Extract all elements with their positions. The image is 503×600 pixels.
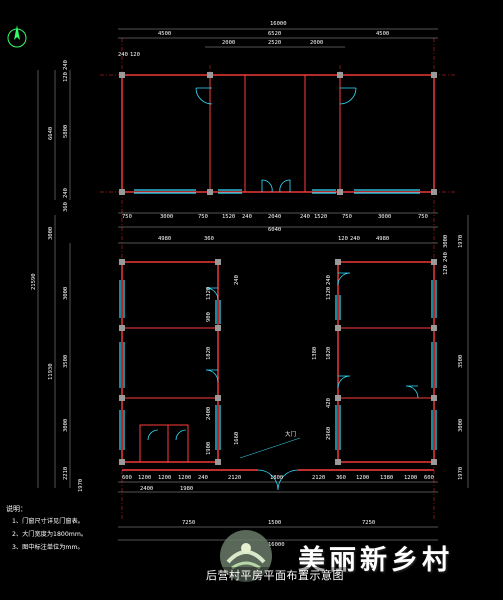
dim-top-a: 4500 <box>158 31 171 37</box>
note-item: 3、图中标注单位为mm。 <box>12 544 84 551</box>
dim-mid-4: 1520 <box>222 214 235 220</box>
dim-mid-1: 750 <box>122 214 132 220</box>
dim-inner-i: 240 <box>326 275 332 285</box>
dim-top-overall: 16000 <box>270 21 287 27</box>
dim-mid-2: 3000 <box>160 214 173 220</box>
vertical-dimension-labels: 21590 6640 5800 120 240 240 360 3000 119… <box>31 60 464 492</box>
dim-top-small-b: 120 <box>130 52 140 58</box>
dim-mid-7: 1520 <box>314 214 327 220</box>
dim-left-lower-c: 3000 <box>63 419 69 432</box>
dim-bot-10: 1200 <box>356 475 369 481</box>
dim-left-overall: 21590 <box>31 273 37 290</box>
dim-bot-13: 600 <box>424 475 434 481</box>
dim-mid-3: 750 <box>198 214 208 220</box>
upper-building <box>119 72 437 195</box>
notes-heading: 说明： <box>6 505 27 513</box>
dim-bot-5: 240 <box>198 475 208 481</box>
dim-inner-d: 2400 <box>206 407 212 420</box>
dim-bot-7: 1800 <box>270 475 283 481</box>
dim-mid-11: 750 <box>418 214 428 220</box>
dim-left-upper-d: 240 <box>63 60 69 70</box>
dim-top-b: 6520 <box>268 31 281 37</box>
dim-mid-8: 240 <box>300 214 310 220</box>
dim-wing-gap: 360 <box>204 236 214 242</box>
dim-bot-9: 360 <box>336 475 346 481</box>
dim-left-upper-e: 240 <box>63 188 69 198</box>
dim-top-e: 2520 <box>268 40 281 46</box>
dim-mid-6: 2040 <box>268 214 281 220</box>
dim-bot3-2: 1500 <box>268 520 281 526</box>
dim-inner-h: 420 <box>326 398 332 408</box>
dim-bot-2: 1200 <box>138 475 151 481</box>
dim-inner-c: 1820 <box>206 347 212 360</box>
dim-bot2-2: 1980 <box>180 486 193 492</box>
dim-wing-left: 4980 <box>158 236 171 242</box>
dim-bot3-3: 7250 <box>362 520 375 526</box>
dim-wing-right: 4980 <box>376 236 389 242</box>
dimension-labels: 16000 4500 6520 4500 2000 2520 2000 240 … <box>118 21 434 548</box>
village-logo-icon <box>220 530 272 582</box>
dim-bot-6: 2120 <box>228 475 241 481</box>
dim-mid-9: 750 <box>342 214 352 220</box>
left-wing <box>119 259 221 465</box>
note-item: 2、大门宽度为1800mm。 <box>12 531 88 538</box>
right-wing <box>335 259 437 465</box>
dim-inner-m: 1380 <box>312 347 318 360</box>
dim-left-lower-a: 3000 <box>63 287 69 300</box>
dim-right-a: 3000 <box>443 235 449 248</box>
dim-bot3-1: 7250 <box>182 520 195 526</box>
dim-inner-e: 1900 <box>206 442 212 455</box>
dim-right-f: 120 <box>443 265 449 275</box>
dimension-lines <box>37 28 469 541</box>
dim-inner-a: 1320 <box>206 287 212 300</box>
dim-left-upper-c: 120 <box>63 72 69 82</box>
dim-bot-8: 2120 <box>312 475 325 481</box>
dim-bot2-1: 2400 <box>140 486 153 492</box>
dim-bot-12: 1200 <box>404 475 417 481</box>
dim-bot-11: 1380 <box>380 475 393 481</box>
annotation-gate: 大门 <box>285 430 296 438</box>
dim-right-g: 240 <box>443 252 449 262</box>
dim-inner-l: 1820 <box>326 347 332 360</box>
dim-top-d: 2000 <box>222 40 235 46</box>
dim-left-lower-b: 3500 <box>63 355 69 368</box>
dim-corridor: 6040 <box>268 227 281 233</box>
note-item: 1、门窗尺寸详见门窗表。 <box>12 518 84 525</box>
dim-inner-f: 1660 <box>234 432 240 445</box>
dim-right-c: 3500 <box>458 355 464 368</box>
dim-right-d: 3000 <box>458 419 464 432</box>
dim-top-c: 4500 <box>376 31 389 37</box>
dim-left-lower-overall: 11930 <box>48 363 54 380</box>
dim-bot-3: 1200 <box>158 475 171 481</box>
dim-left-upper-b: 5800 <box>63 125 69 138</box>
dim-inner-g: 240 <box>234 275 240 285</box>
courtyard-wall <box>122 437 434 491</box>
dim-left-lower-d: 2210 <box>63 467 69 480</box>
dim-left-upper-f: 360 <box>63 202 69 212</box>
dim-bot-overall: 16000 <box>268 542 285 548</box>
drawing-title: 后营村平房平面布置示意图 <box>204 567 346 583</box>
north-arrow-icon <box>7 25 27 48</box>
dim-top-small-a: 240 <box>118 52 128 58</box>
dim-inner-k: 1320 <box>326 287 332 300</box>
dim-left-mid: 3000 <box>48 227 54 240</box>
axis-lines <box>100 38 455 520</box>
dim-mid-10: 3000 <box>378 214 391 220</box>
dim-inner-b: 900 <box>206 312 212 322</box>
watermark-text: 美丽新乡村 <box>298 545 453 576</box>
dim-inner-j: 2960 <box>326 427 332 440</box>
dim-right-e: 1970 <box>458 467 464 480</box>
dim-wing-b: 240 <box>350 236 360 242</box>
dim-bot-4: 1200 <box>178 475 191 481</box>
dim-bot-1: 600 <box>122 475 132 481</box>
dim-left-upper-a: 6640 <box>48 127 54 140</box>
dim-right-b: 1970 <box>458 235 464 248</box>
dim-left-lower-e: 1970 <box>78 479 84 492</box>
dim-top-f: 2000 <box>310 40 323 46</box>
dim-mid-5: 240 <box>242 214 252 220</box>
dim-wing-a: 120 <box>338 236 348 242</box>
